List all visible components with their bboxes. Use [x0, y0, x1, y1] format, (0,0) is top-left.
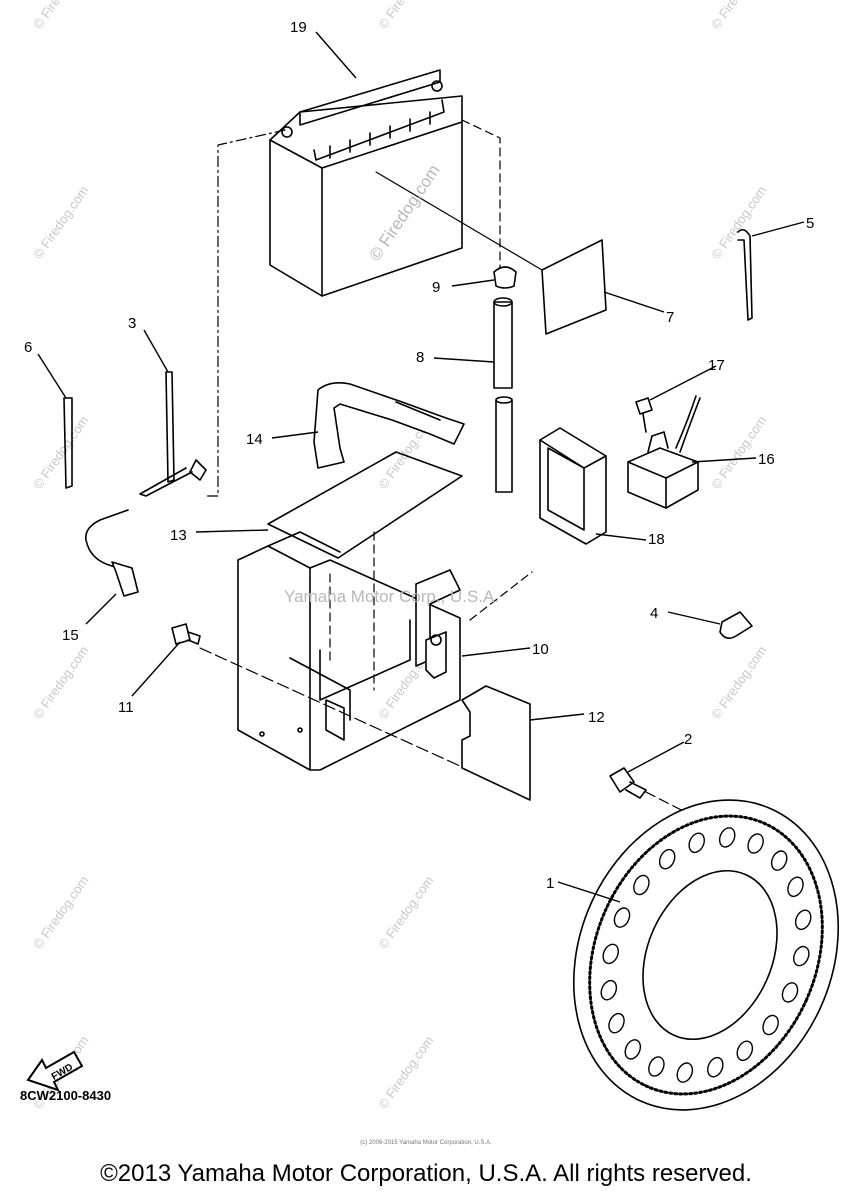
- rotor-bolt: [609, 767, 647, 799]
- rotor-hole: [793, 945, 810, 967]
- battery: [269, 69, 463, 297]
- vent-hose-path: [461, 119, 501, 271]
- rotor-hole: [600, 979, 618, 1001]
- rotor-hole: [624, 1039, 642, 1060]
- relay-screw: [635, 397, 653, 433]
- rotor-hole: [707, 1056, 724, 1078]
- wire-clamp: [719, 611, 753, 640]
- rotor-hole: [633, 874, 650, 896]
- watermark: © Firedog.com: [708, 183, 769, 262]
- watermark: © Firedog.com: [30, 183, 91, 262]
- relay-cover: [539, 427, 607, 545]
- breather-hose: [493, 297, 513, 493]
- callout-5: 5: [806, 215, 814, 232]
- callout-4: 4: [650, 605, 658, 622]
- cable-tie-6: [63, 397, 73, 489]
- copyright-notice: ©2013 Yamaha Motor Corporation, U.S.A. A…: [100, 1160, 752, 1187]
- callout-16: 16: [758, 451, 775, 468]
- rotor-hole: [688, 832, 705, 854]
- callout-15: 15: [62, 627, 79, 644]
- callout-19: 19: [290, 19, 307, 36]
- wire-routing: [205, 129, 286, 497]
- watermark: © Firedog.com: [375, 0, 436, 32]
- leader-lines: [37, 31, 805, 903]
- callout-1: 1: [546, 875, 554, 892]
- overlay-watermark: Yamaha Motor Corp., U.S.A.: [284, 587, 499, 606]
- callout-18: 18: [648, 531, 665, 548]
- cable-band-right: [737, 228, 753, 321]
- rotor-hole: [736, 1040, 754, 1062]
- rotor-hole: [676, 1062, 694, 1083]
- diagram-code: 8CW2100-8430: [20, 1088, 112, 1103]
- battery-pad-leader: [375, 171, 543, 271]
- rotor-hole: [613, 907, 631, 928]
- rotor-hole: [770, 850, 788, 871]
- watermark: © Firedog.com: [375, 873, 436, 952]
- callout-2: 2: [684, 731, 692, 748]
- callout-12: 12: [588, 709, 605, 726]
- rotor-hole: [658, 848, 676, 870]
- callout-8: 8: [416, 349, 424, 366]
- cover-routing: [469, 571, 533, 621]
- watermark: © Firedog.com: [30, 0, 91, 32]
- cover-plate: [461, 685, 531, 801]
- case-bolt: [171, 623, 201, 645]
- callout-13: 13: [170, 527, 187, 544]
- watermark: © Firedog.com: [375, 1033, 436, 1112]
- battery-pad: [541, 239, 607, 335]
- callout-9: 9: [432, 279, 440, 296]
- fwd-arrow: FWD: [26, 1050, 84, 1092]
- callout-6: 6: [24, 339, 32, 356]
- watermark: © Firedog.com: [708, 643, 769, 722]
- rotor-hole: [787, 876, 804, 898]
- cable-tie-3: [165, 371, 175, 483]
- rotor-hole: [781, 982, 799, 1003]
- callout-numbers: 19 9 7 5 8 3 6 17 14 16 13 18 15 4 10 11…: [24, 19, 814, 892]
- callout-7: 7: [666, 309, 674, 326]
- callout-17: 17: [708, 357, 725, 374]
- rotor-hole: [718, 827, 736, 848]
- battery-case: [237, 531, 461, 771]
- footer-note: (c) 2006-2015 Yamaha Motor Corporation, …: [360, 1140, 492, 1146]
- callout-10: 10: [532, 641, 549, 658]
- starter-relay: [627, 395, 701, 509]
- callout-3: 3: [128, 315, 136, 332]
- rotor-hole: [794, 909, 812, 931]
- rotor-hole: [608, 1012, 625, 1034]
- rotor-hole: [602, 943, 619, 965]
- battery-plate: [267, 451, 463, 559]
- callout-14: 14: [246, 431, 263, 448]
- rotor-hole: [648, 1056, 665, 1077]
- bolt-routing: [199, 647, 461, 767]
- hose-clamp: [493, 266, 517, 289]
- watermark: © Firedog.com: [30, 413, 91, 492]
- rotor-holes: [600, 827, 812, 1083]
- watermark: © Firedog.com: [30, 643, 91, 722]
- rotor-hole: [762, 1014, 779, 1036]
- battery-band: [313, 382, 465, 469]
- battery-lead-wire: [84, 459, 207, 597]
- watermark: © Firedog.com: [30, 873, 91, 952]
- callout-11: 11: [118, 699, 134, 716]
- watermark: © Firedog.com: [708, 0, 769, 32]
- rotor-hole: [747, 833, 764, 854]
